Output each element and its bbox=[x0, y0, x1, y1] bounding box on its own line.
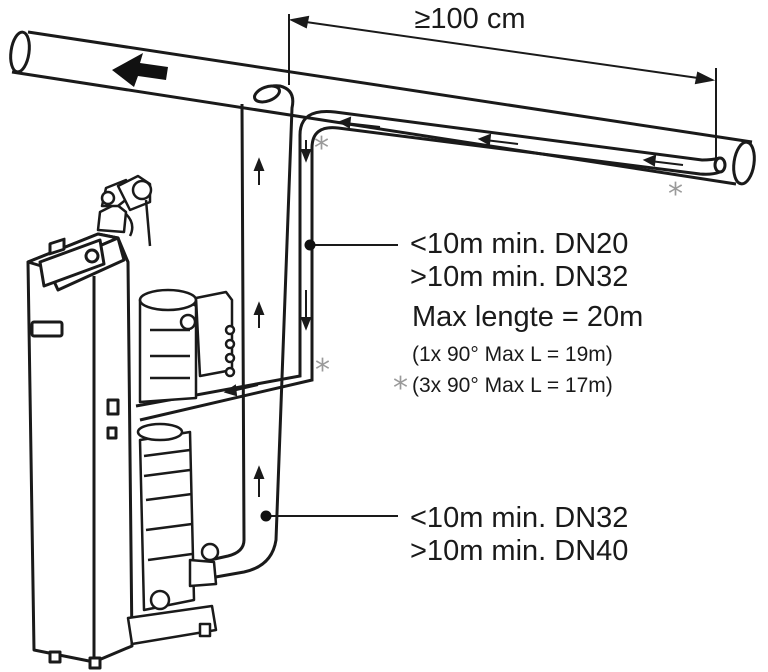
distance-label: ≥100 cm bbox=[414, 3, 525, 35]
lower-pipe-spec-2: >10m min. DN40 bbox=[410, 535, 628, 567]
main-pipe bbox=[9, 30, 756, 186]
dimension-line bbox=[288, 14, 717, 158]
upper-pipe-spec-2: >10m min. DN32 bbox=[410, 261, 628, 293]
lower-pipe-dot bbox=[260, 510, 272, 522]
upper-pipe-dot bbox=[304, 239, 316, 251]
rule-1x90-label: (1x 90° Max L = 19m) bbox=[412, 343, 613, 366]
return-pipe-small bbox=[135, 109, 727, 422]
lower-pipe-spec-1: <10m min. DN32 bbox=[410, 502, 628, 534]
supply-pipe-large bbox=[209, 84, 295, 580]
max-length-label: Max lengte = 20m bbox=[412, 301, 643, 333]
asterisk-mark: * bbox=[314, 131, 329, 166]
return-flow-arrows bbox=[223, 116, 684, 397]
rule-3x90-label: (3x 90° Max L = 17m) bbox=[412, 374, 613, 397]
asterisk-mark: * bbox=[393, 371, 408, 406]
upper-pipe-spec-1: <10m min. DN20 bbox=[410, 228, 628, 260]
flow-direction-arrow bbox=[112, 53, 168, 87]
callout-leaders bbox=[266, 244, 398, 517]
top-fitting bbox=[96, 174, 153, 247]
pump-motor bbox=[126, 288, 236, 646]
supply-flow-arrows bbox=[253, 157, 265, 497]
asterisk-mark: * bbox=[315, 353, 330, 388]
asterisk-mark: * bbox=[668, 177, 683, 212]
pump-cabinet bbox=[26, 232, 134, 670]
